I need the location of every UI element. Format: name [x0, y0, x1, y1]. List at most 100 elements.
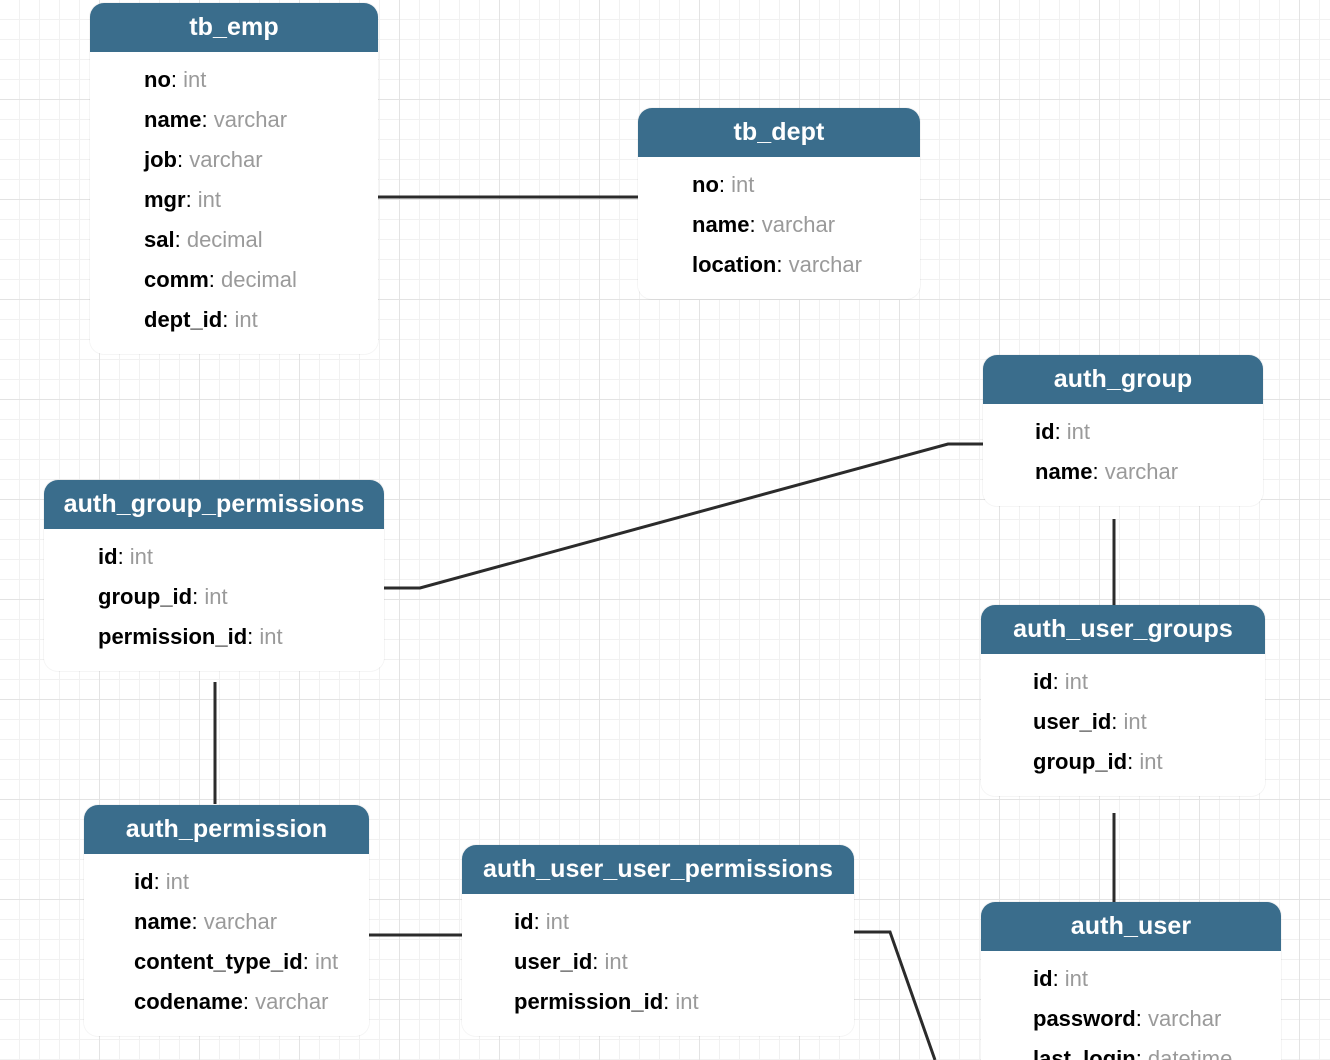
field-separator: : — [170, 67, 184, 93]
field-name: group_id — [1033, 749, 1128, 775]
field-name: password — [1033, 1006, 1136, 1032]
field-name: last_login — [1033, 1046, 1136, 1060]
field-row: mgr: int — [90, 180, 378, 220]
field-type: varchar — [1104, 459, 1179, 485]
field-row: name: varchar — [84, 902, 369, 942]
field-row: group_id: int — [44, 577, 384, 617]
field-name: dept_id — [144, 307, 223, 333]
field-row: no: int — [90, 60, 378, 100]
field-name: id — [98, 544, 118, 570]
field-row: comm: decimal — [90, 260, 378, 300]
entity-title-auth_group_permissions: auth_group_permissions — [44, 480, 384, 530]
field-type: varchar — [788, 252, 862, 278]
field-row: no: int — [638, 165, 920, 205]
field-type: varchar — [1147, 1006, 1222, 1032]
field-separator: : — [117, 544, 130, 570]
field-type: decimal — [186, 227, 263, 253]
field-name: content_type_id — [134, 949, 303, 975]
field-row: content_type_id: int — [84, 942, 369, 982]
field-type: varchar — [255, 989, 329, 1015]
field-row: id: int — [981, 959, 1281, 999]
field-separator: : — [533, 909, 546, 935]
field-row: permission_id: int — [44, 617, 384, 657]
field-type: int — [259, 624, 283, 650]
field-name: name — [1035, 459, 1093, 485]
entity-fields-auth_user: id: int password: varchar last_login: date… — [981, 951, 1281, 1060]
field-separator: : — [153, 869, 166, 895]
field-type: varchar — [761, 212, 836, 238]
field-type: int — [1123, 709, 1147, 735]
field-row: permission_id: int — [462, 982, 854, 1022]
field-type: int — [197, 187, 222, 213]
field-separator: : — [1135, 1046, 1148, 1060]
field-name: name — [692, 212, 750, 238]
field-type: int — [731, 172, 755, 198]
field-name: name — [144, 107, 202, 133]
field-type: varchar — [203, 909, 278, 935]
field-name: job — [144, 147, 177, 173]
field-name: no — [692, 172, 719, 198]
field-name: user_id — [514, 949, 593, 975]
field-separator: : — [1052, 966, 1065, 992]
field-name: name — [134, 909, 192, 935]
field-separator: : — [302, 949, 315, 975]
field-type: int — [204, 584, 228, 610]
field-row: location: varchar — [638, 245, 920, 285]
field-separator: : — [174, 227, 187, 253]
field-separator: : — [192, 584, 205, 610]
field-type: int — [675, 989, 699, 1015]
entity-title-tb_emp: tb_emp — [90, 3, 378, 53]
entity-auth_user[interactable]: auth_user id: int password: varchar last_lo… — [981, 902, 1281, 1060]
field-row: codename: varchar — [84, 982, 369, 1022]
field-name: mgr — [144, 187, 186, 213]
field-type: int — [1064, 966, 1089, 992]
field-type: int — [1139, 749, 1163, 775]
entity-title-auth_user: auth_user — [981, 902, 1281, 952]
field-name: permission_id — [514, 989, 664, 1015]
field-row: name: varchar — [638, 205, 920, 245]
field-type: int — [129, 544, 154, 570]
edge-auth_group_permissions-auth_group — [384, 442, 983, 590]
field-separator: : — [1052, 669, 1065, 695]
field-separator: : — [191, 909, 204, 935]
field-row: user_id: int — [981, 702, 1265, 742]
field-type: varchar — [213, 107, 288, 133]
field-type: decimal — [221, 267, 297, 293]
field-name: sal — [144, 227, 175, 253]
entity-title-auth_permission: auth_permission — [84, 805, 369, 855]
field-row: sal: decimal — [90, 220, 378, 260]
field-row: group_id: int — [981, 742, 1265, 782]
field-type: int — [604, 949, 628, 975]
field-type: int — [1066, 419, 1091, 445]
field-separator: : — [1135, 1006, 1148, 1032]
field-type: int — [165, 869, 190, 895]
field-separator: : — [247, 624, 260, 650]
field-separator: : — [185, 187, 198, 213]
field-separator: : — [749, 212, 762, 238]
field-separator: : — [663, 989, 676, 1015]
field-name: id — [1035, 419, 1055, 445]
field-separator: : — [201, 107, 214, 133]
field-separator: : — [1092, 459, 1105, 485]
field-type: int — [314, 949, 339, 975]
field-name: codename — [134, 989, 243, 1015]
field-row: id: int — [84, 862, 369, 902]
field-type: varchar — [189, 147, 263, 173]
field-name: comm — [144, 267, 209, 293]
field-name: id — [514, 909, 534, 935]
field-separator: : — [177, 147, 190, 173]
field-row: id: int — [44, 537, 384, 577]
field-row: last_login: datetime — [981, 1039, 1281, 1060]
